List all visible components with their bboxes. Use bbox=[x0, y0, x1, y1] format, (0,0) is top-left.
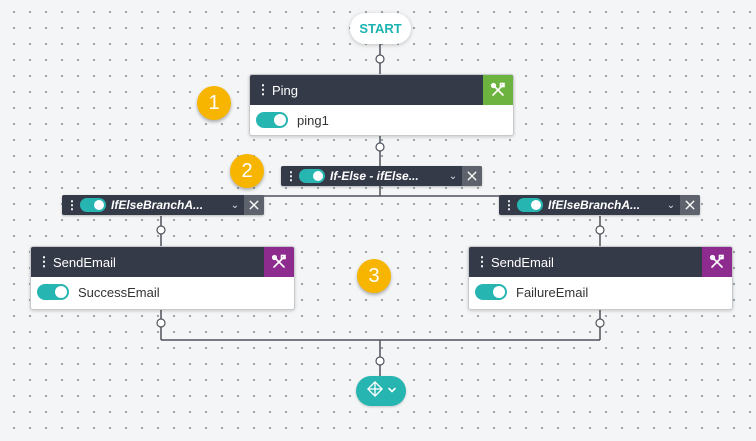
wrench-screwdriver-icon[interactable] bbox=[702, 247, 732, 277]
drag-handle-icon[interactable]: ⋮ bbox=[37, 254, 51, 269]
chevron-down-icon[interactable]: ⌄ bbox=[448, 170, 458, 182]
ping-node-body: ping1 bbox=[250, 105, 513, 135]
connector-dot bbox=[595, 318, 605, 328]
start-node[interactable]: START bbox=[350, 13, 411, 44]
if-else-toggle[interactable] bbox=[299, 169, 325, 183]
connector-dot bbox=[156, 318, 166, 328]
send-email-header[interactable]: ⋮ SendEmail bbox=[31, 247, 294, 277]
send-email-success-value: SuccessEmail bbox=[78, 284, 160, 300]
branch-left-toggle[interactable] bbox=[80, 198, 106, 212]
send-email-body: FailureEmail bbox=[469, 277, 732, 307]
send-email-header[interactable]: ⋮ SendEmail bbox=[469, 247, 732, 277]
connector-dot bbox=[375, 142, 385, 152]
step-badge-3: 3 bbox=[357, 259, 391, 293]
end-node[interactable] bbox=[356, 376, 406, 406]
send-email-failure-toggle[interactable] bbox=[475, 284, 507, 300]
wrench-screwdriver-icon[interactable] bbox=[680, 195, 700, 215]
drag-handle-icon[interactable]: ⋮ bbox=[256, 82, 270, 97]
ping-node[interactable]: ⋮ Ping ping1 bbox=[249, 74, 514, 136]
send-email-title: SendEmail bbox=[491, 254, 554, 270]
send-email-success-node[interactable]: ⋮ SendEmail SuccessEmail bbox=[30, 246, 295, 310]
ping-node-value: ping1 bbox=[297, 112, 329, 128]
wrench-screwdriver-icon[interactable] bbox=[483, 75, 513, 105]
connector-dot bbox=[595, 225, 605, 235]
connector-dot bbox=[375, 54, 385, 64]
drag-handle-icon[interactable]: ⋮ bbox=[475, 254, 489, 269]
branch-right-node[interactable]: ⋮ IfElseBranchA... ⌄ bbox=[499, 195, 700, 215]
wrench-screwdriver-icon[interactable] bbox=[264, 247, 294, 277]
send-email-failure-value: FailureEmail bbox=[516, 284, 589, 300]
branch-left-node[interactable]: ⋮ IfElseBranchA... ⌄ bbox=[62, 195, 264, 215]
drag-handle-icon[interactable]: ⋮ bbox=[285, 169, 297, 183]
send-email-success-toggle[interactable] bbox=[37, 284, 69, 300]
connector-dot bbox=[156, 225, 166, 235]
wrench-screwdriver-icon[interactable] bbox=[462, 166, 482, 186]
grid-diamond-icon bbox=[366, 380, 384, 403]
chevron-down-icon[interactable] bbox=[387, 382, 397, 400]
if-else-node[interactable]: ⋮ If-Else - ifElse... ⌄ bbox=[281, 166, 482, 186]
ping-enabled-toggle[interactable] bbox=[256, 112, 288, 128]
wrench-screwdriver-icon[interactable] bbox=[244, 195, 264, 215]
if-else-label: If-Else - ifElse... bbox=[330, 169, 419, 183]
branch-left-label: IfElseBranchA... bbox=[111, 198, 204, 212]
step-badge-1: 1 bbox=[197, 86, 231, 120]
drag-handle-icon[interactable]: ⋮ bbox=[66, 198, 78, 212]
drag-handle-icon[interactable]: ⋮ bbox=[503, 198, 515, 212]
ping-node-header[interactable]: ⋮ Ping bbox=[250, 75, 513, 105]
send-email-title: SendEmail bbox=[53, 254, 116, 270]
ping-node-title: Ping bbox=[272, 82, 299, 98]
send-email-failure-node[interactable]: ⋮ SendEmail FailureEmail bbox=[468, 246, 733, 310]
branch-right-toggle[interactable] bbox=[517, 198, 543, 212]
chevron-down-icon[interactable]: ⌄ bbox=[230, 199, 240, 211]
branch-right-label: IfElseBranchA... bbox=[548, 198, 641, 212]
connector-dot bbox=[375, 356, 385, 366]
step-badge-2: 2 bbox=[230, 154, 264, 188]
chevron-down-icon[interactable]: ⌄ bbox=[666, 199, 676, 211]
send-email-body: SuccessEmail bbox=[31, 277, 294, 307]
